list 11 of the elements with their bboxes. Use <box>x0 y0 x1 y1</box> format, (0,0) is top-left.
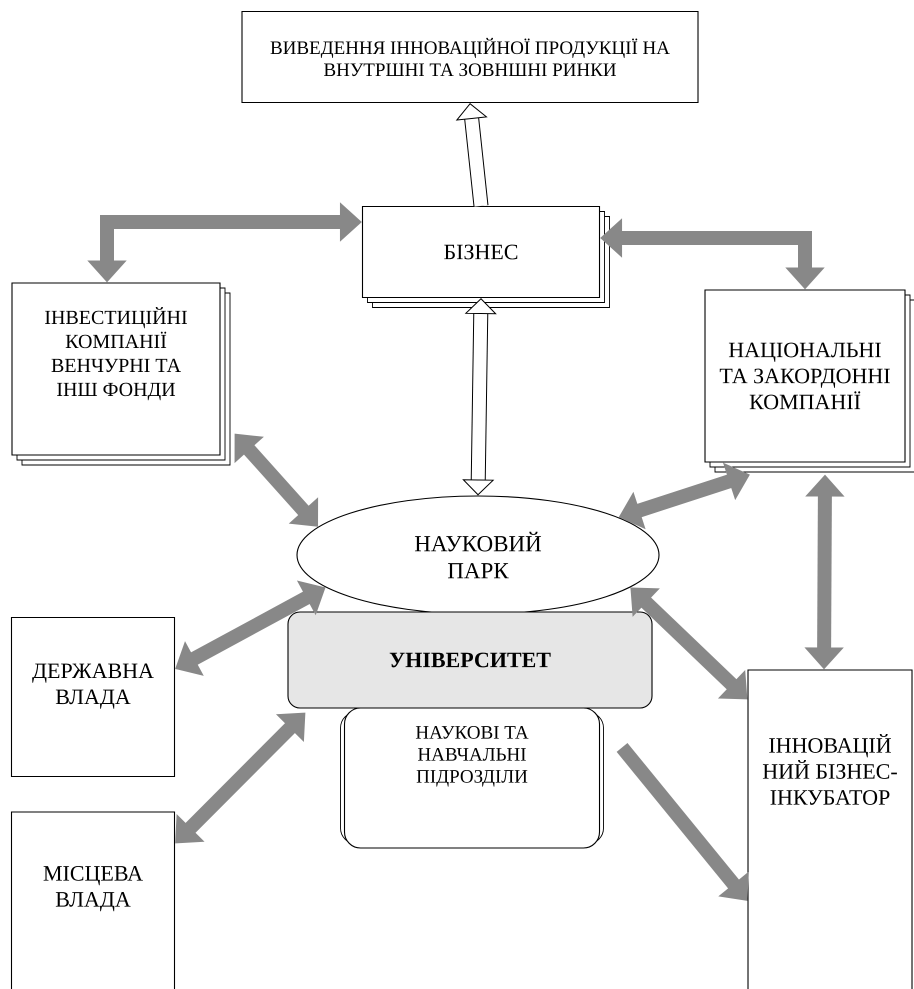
rounded-box: УНІВЕРСИТЕТ <box>287 611 653 709</box>
arrow <box>456 103 488 207</box>
stacked-box: НАУКОВІ ТА НАВЧАЛЬНІ ПІДРОЗДІЛИ <box>340 707 604 849</box>
box: ІННОВАЦІЙ НИЙ БІЗНЕС-ІНКУБАТОР <box>747 669 913 989</box>
box: ДЕРЖАВНА ВЛАДА <box>10 616 176 778</box>
arrow <box>175 712 306 844</box>
stacked-box: БІЗНЕС <box>362 206 610 308</box>
stacked-box: ІНВЕСТИЦІЙНІ КОМПАНІЇ ВЕНЧУРНІ ТА ІНШ ФОНДИ <box>11 282 230 466</box>
goal-box: ВИВЕДЕННЯ ІННОВАЦІЙНОЇ ПРОДУКЦІЇ НА ВНУТРШНІ ТА ЗОВНШНІ РИНКИ <box>241 10 699 104</box>
box: МІСЦЕВА ВЛАДА <box>10 811 176 989</box>
stacked-box: НАЦІОНАЛЬНІ ТА ЗАКОРДОННІ КОМПАНІЇ <box>704 289 914 472</box>
